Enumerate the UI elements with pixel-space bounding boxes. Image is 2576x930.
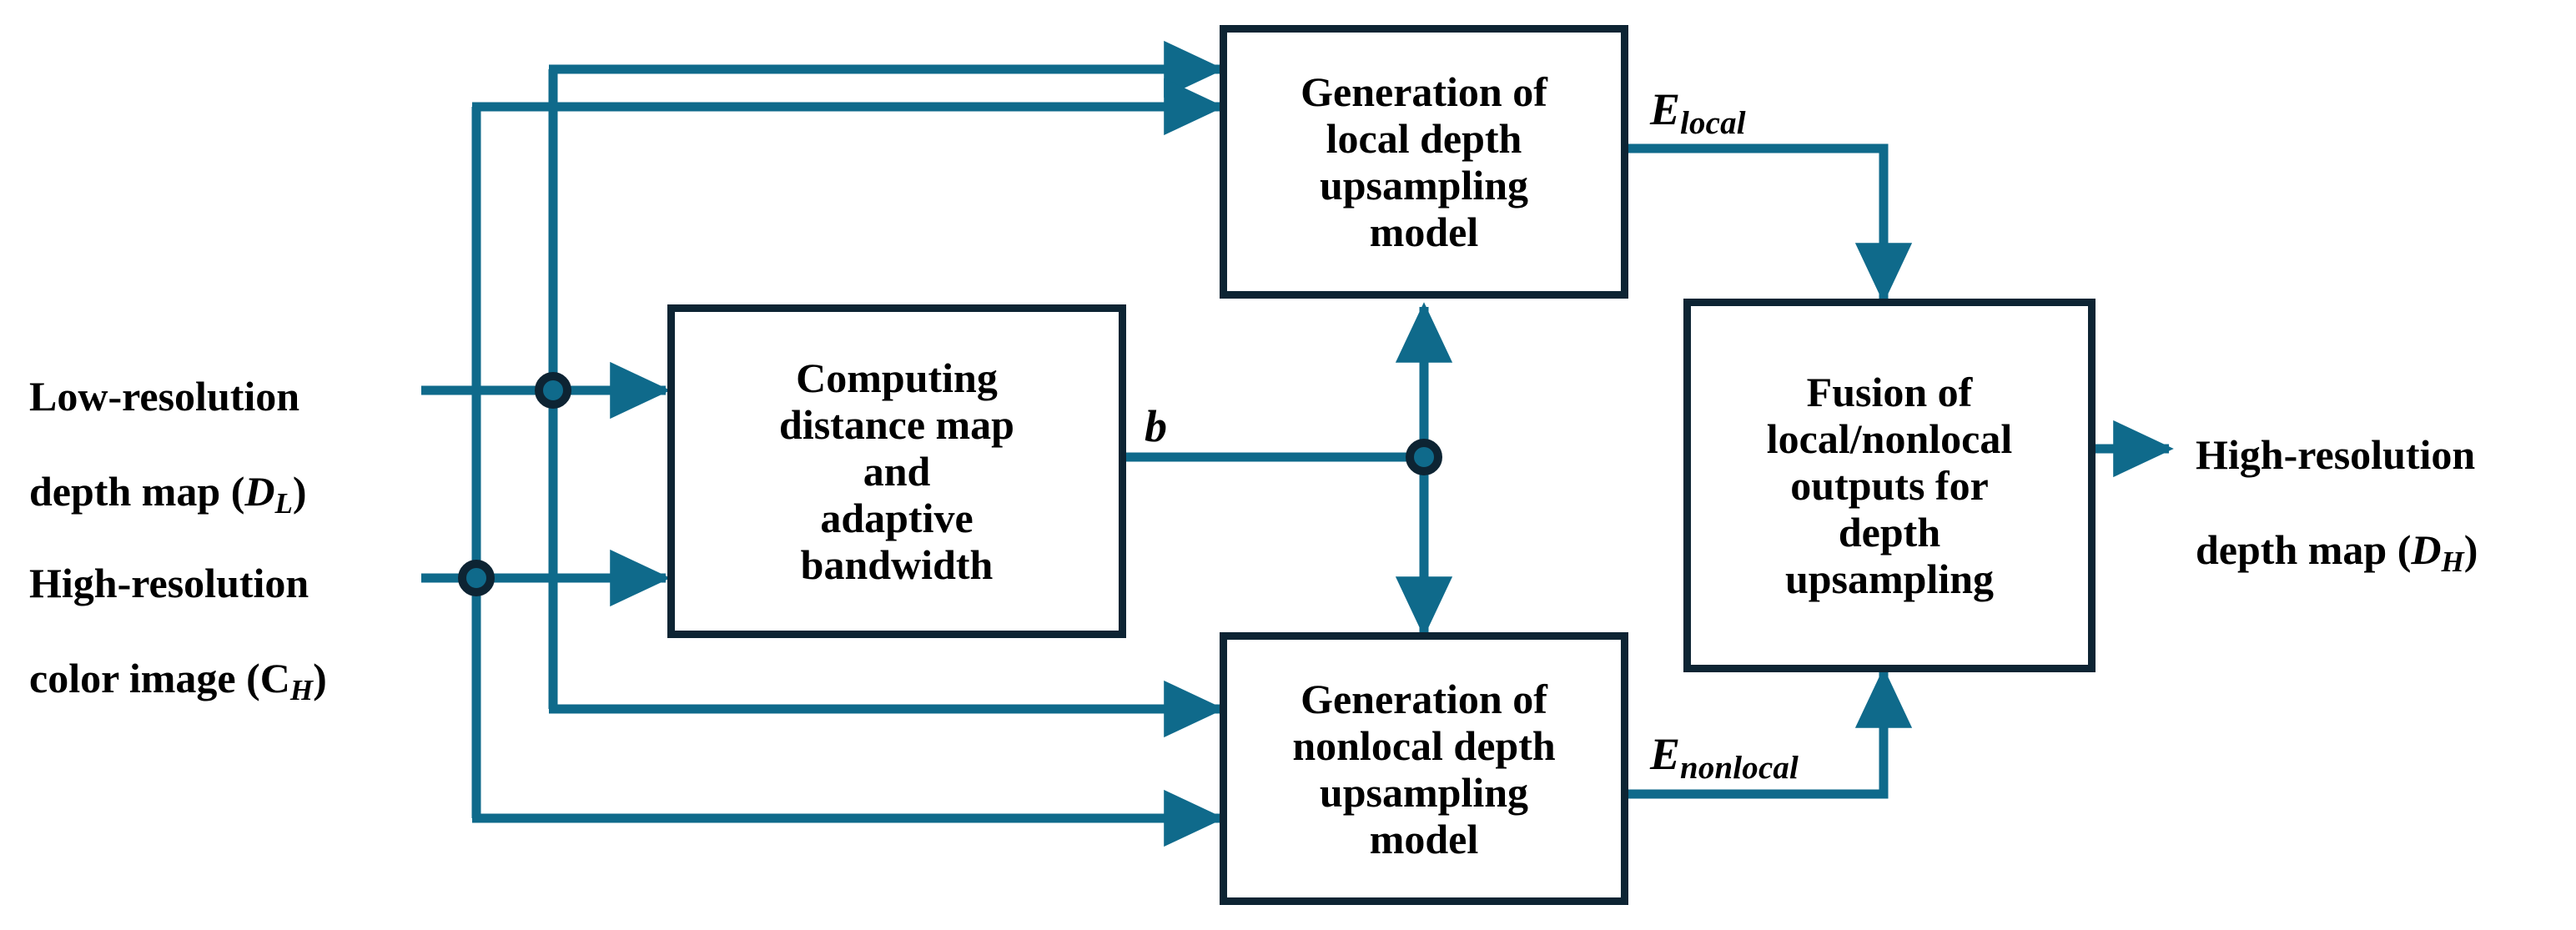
box-generation-nonlocal-depth-upsampling-model[interactable]: Generation of nonlocal depth upsampling … [1220, 632, 1628, 905]
box-generation-local-depth-upsampling-model[interactable]: Generation of local depth upsampling mod… [1220, 25, 1628, 299]
output-line1: High-resolution [2196, 431, 2476, 478]
box-compute-label: Computing distance map and adaptive band… [779, 354, 1014, 588]
junction-dot-b [1406, 439, 1442, 475]
signal-label-e-nonlocal: Enonlocal [1650, 728, 1799, 787]
junction-dot-ch [458, 560, 495, 596]
output-line2: depth map (DH) [2196, 526, 2478, 579]
signal-enonlocal-symbol: E [1650, 729, 1681, 779]
signal-elocal-symbol: E [1650, 84, 1681, 134]
high-res-line1: High-resolution [29, 560, 309, 606]
signal-label-e-local: Elocal [1650, 83, 1746, 142]
signal-elocal-subscript: local [1680, 104, 1746, 141]
high-res-line2: color image (CH) [29, 655, 327, 707]
output-label-high-resolution-depth-map: High-resolution depth map (DH) [2196, 384, 2563, 626]
low-res-line1: Low-resolution [29, 373, 300, 420]
input-label-low-resolution-depth-map: Low-resolution depth map (DL) [29, 325, 413, 568]
junction-dot-dl [535, 372, 571, 409]
box-computing-distance-map-and-adaptive-bandwidth[interactable]: Computing distance map and adaptive band… [667, 304, 1126, 638]
box-fusion-local-nonlocal-outputs[interactable]: Fusion of local/nonlocal outputs for dep… [1683, 299, 2096, 672]
box-local-model-label: Generation of local depth upsampling mod… [1301, 68, 1547, 255]
low-res-line2: depth map (DL) [29, 468, 307, 520]
signal-b-symbol: b [1145, 401, 1167, 451]
box-fusion-label: Fusion of local/nonlocal outputs for dep… [1766, 369, 2013, 602]
box-nonlocal-model-label: Generation of nonlocal depth upsampling … [1292, 675, 1556, 862]
wire-elocal-to-fusion [1627, 143, 1913, 304]
signal-enonlocal-subscript: nonlocal [1680, 749, 1799, 786]
signal-label-bandwidth: b [1145, 400, 1167, 452]
input-label-high-resolution-color-image: High-resolution color image (CH) [29, 512, 421, 755]
